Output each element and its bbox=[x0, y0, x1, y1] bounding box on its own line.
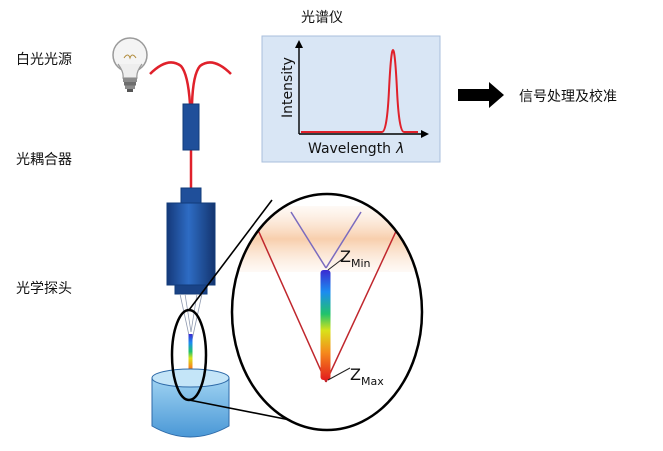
right-arrow-icon bbox=[458, 82, 504, 108]
zoom-connectors bbox=[188, 199, 291, 421]
z-max-label: ZMax bbox=[350, 365, 384, 388]
ylabel-intensity: Intensity bbox=[280, 57, 296, 118]
zoom-circle bbox=[230, 192, 424, 432]
spectrometer-panel bbox=[261, 35, 441, 163]
optical-probe bbox=[166, 187, 216, 295]
label-spectrometer: 光谱仪 bbox=[301, 10, 343, 26]
lightbulb-icon bbox=[112, 37, 148, 92]
zoom-spectrum bbox=[320, 270, 331, 380]
z-min-label: ZMin bbox=[340, 247, 371, 270]
spectrum-peak bbox=[301, 48, 418, 133]
label-light-source: 白光光源 bbox=[16, 52, 72, 68]
label-coupler: 光耦合器 bbox=[16, 152, 72, 168]
fiber-coupler bbox=[182, 103, 200, 151]
zmin-leader bbox=[327, 256, 346, 271]
label-signal-processing: 信号处理及校准 bbox=[519, 88, 617, 105]
label-probe: 光学探头 bbox=[16, 281, 72, 297]
small-spectrum bbox=[188, 334, 193, 378]
zmax-leader bbox=[327, 367, 351, 381]
zoom-content bbox=[232, 206, 422, 383]
water-container bbox=[151, 368, 230, 438]
optical-fibers bbox=[149, 61, 232, 190]
